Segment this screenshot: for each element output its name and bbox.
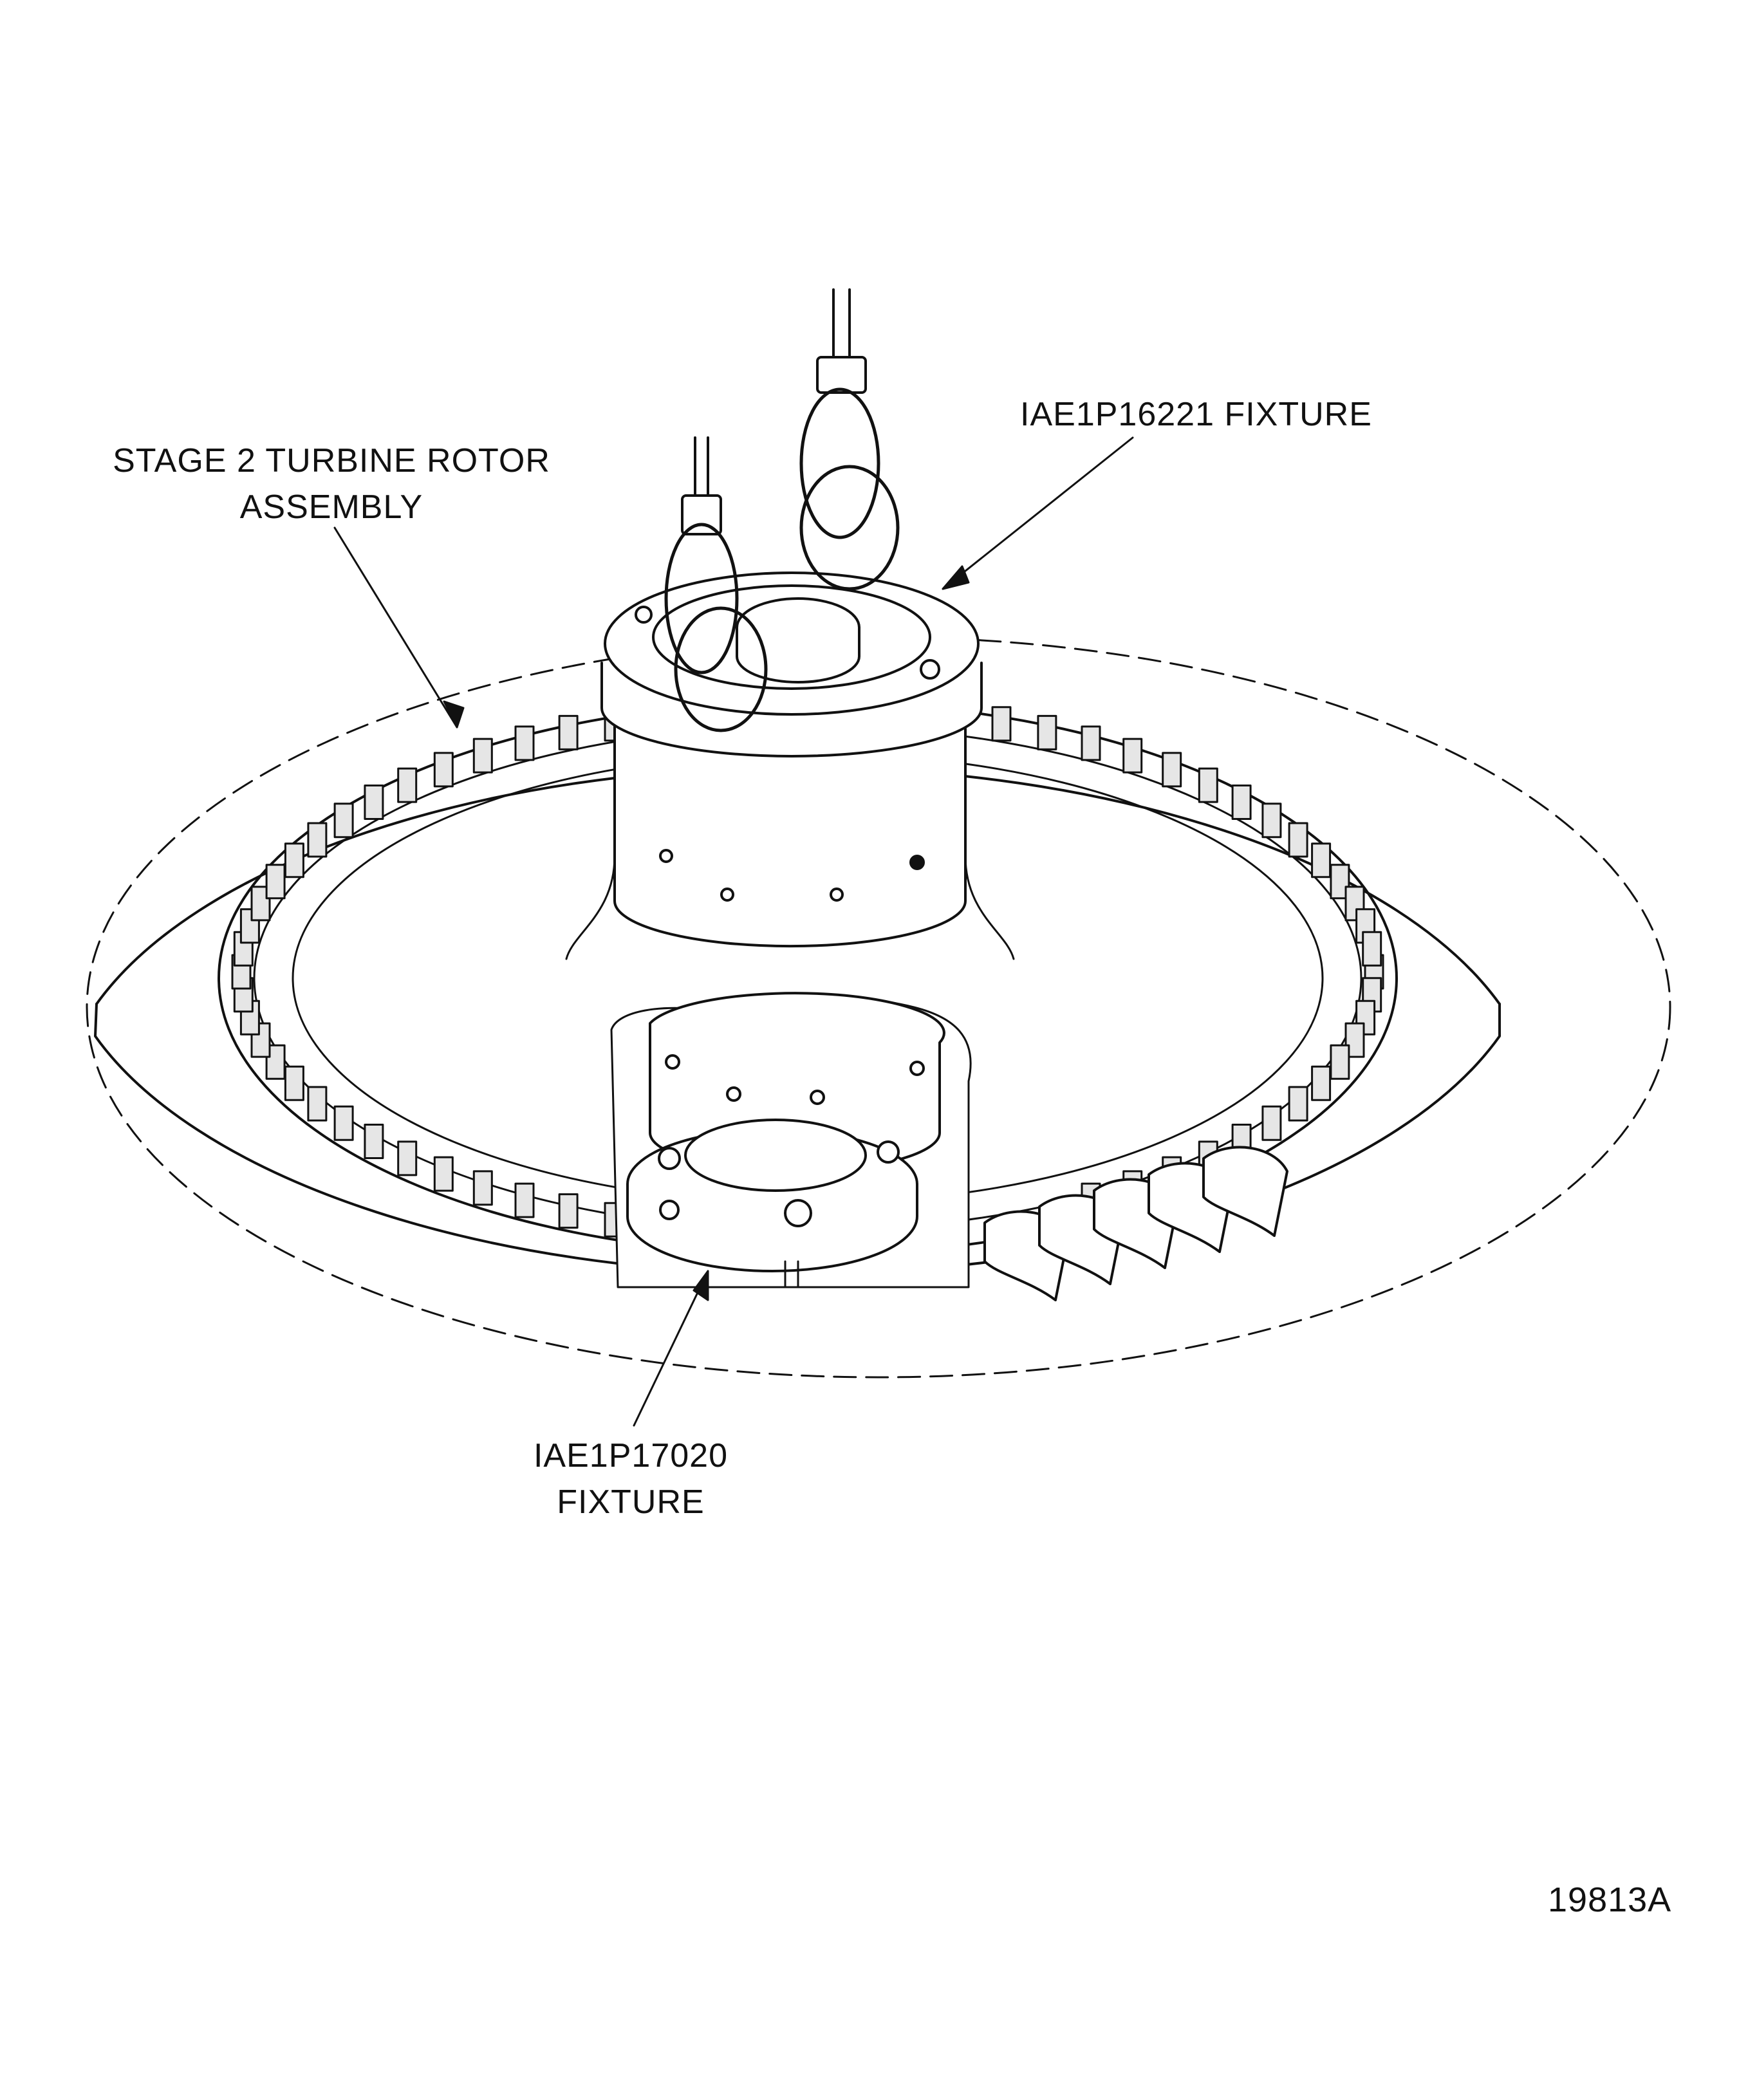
- turbine-blade: [1231, 785, 1252, 820]
- bottom-fixture-label-line1: IAE1P17020: [533, 1437, 729, 1474]
- figure-number: 19813A: [1548, 1881, 1672, 1919]
- turbine-blade: [558, 714, 579, 750]
- leader-lines: [333, 436, 1134, 1427]
- turbine-blade: [1081, 725, 1101, 761]
- turbine-blade: [1330, 1044, 1350, 1080]
- turbine-blade: [397, 1140, 418, 1176]
- rotor-assembly-label-line2: ASSEMBLY: [239, 488, 423, 526]
- turbine-blade: [333, 1105, 354, 1141]
- turbine-blade-row: [231, 699, 1384, 1301]
- turbine-blade: [1037, 714, 1057, 750]
- turbine-blade: [1198, 767, 1218, 803]
- hoist-cable-right: [799, 288, 900, 591]
- turbine-blade: [991, 706, 1012, 742]
- turbine-blade: [433, 1156, 454, 1192]
- loose-turbine-blade: [1202, 1146, 1288, 1237]
- turbine-blade: [397, 767, 418, 803]
- turbine-blade: [472, 738, 493, 774]
- turbine-blade: [1311, 842, 1332, 878]
- turbine-blade: [333, 803, 354, 839]
- turbine-blade: [472, 1170, 493, 1206]
- turbine-blade: [558, 1193, 579, 1229]
- turbine-blade: [284, 842, 304, 878]
- turbine-blade: [284, 1065, 304, 1101]
- turbine-blade: [433, 752, 454, 788]
- turbine-blade: [1122, 738, 1143, 774]
- rotor-assembly-label-line1: STAGE 2 TURBINE ROTOR: [113, 442, 550, 479]
- lifting-fixture: [565, 571, 1015, 960]
- base-fixture: [610, 992, 972, 1288]
- rotor-envelope-dashed: [86, 636, 1671, 1379]
- rotor-assembly-label: STAGE 2 TURBINE ROTOR ASSEMBLY: [71, 438, 592, 530]
- turbine-blade: [1288, 822, 1308, 858]
- turbine-blade: [307, 822, 328, 858]
- bottom-fixture-label-line2: FIXTURE: [557, 1483, 705, 1521]
- turbine-blade: [1311, 1065, 1332, 1101]
- turbine-blade: [1288, 1086, 1308, 1122]
- top-fixture-label: IAE1P16221 FIXTURE: [1020, 396, 1372, 433]
- turbine-blade: [265, 864, 286, 900]
- turbine-blade: [1261, 1105, 1282, 1141]
- turbine-blade: [514, 1182, 535, 1218]
- bottom-fixture-label: IAE1P17020 FIXTURE: [489, 1433, 772, 1525]
- turbine-blade: [1261, 803, 1282, 839]
- turbine-blade: [1162, 752, 1182, 788]
- turbine-blade: [1362, 931, 1382, 967]
- hoist-cable-left: [664, 436, 768, 732]
- turbine-blade: [364, 1124, 384, 1159]
- turbine-blade: [364, 785, 384, 820]
- turbine-blade: [514, 725, 535, 761]
- turbine-blade: [307, 1086, 328, 1122]
